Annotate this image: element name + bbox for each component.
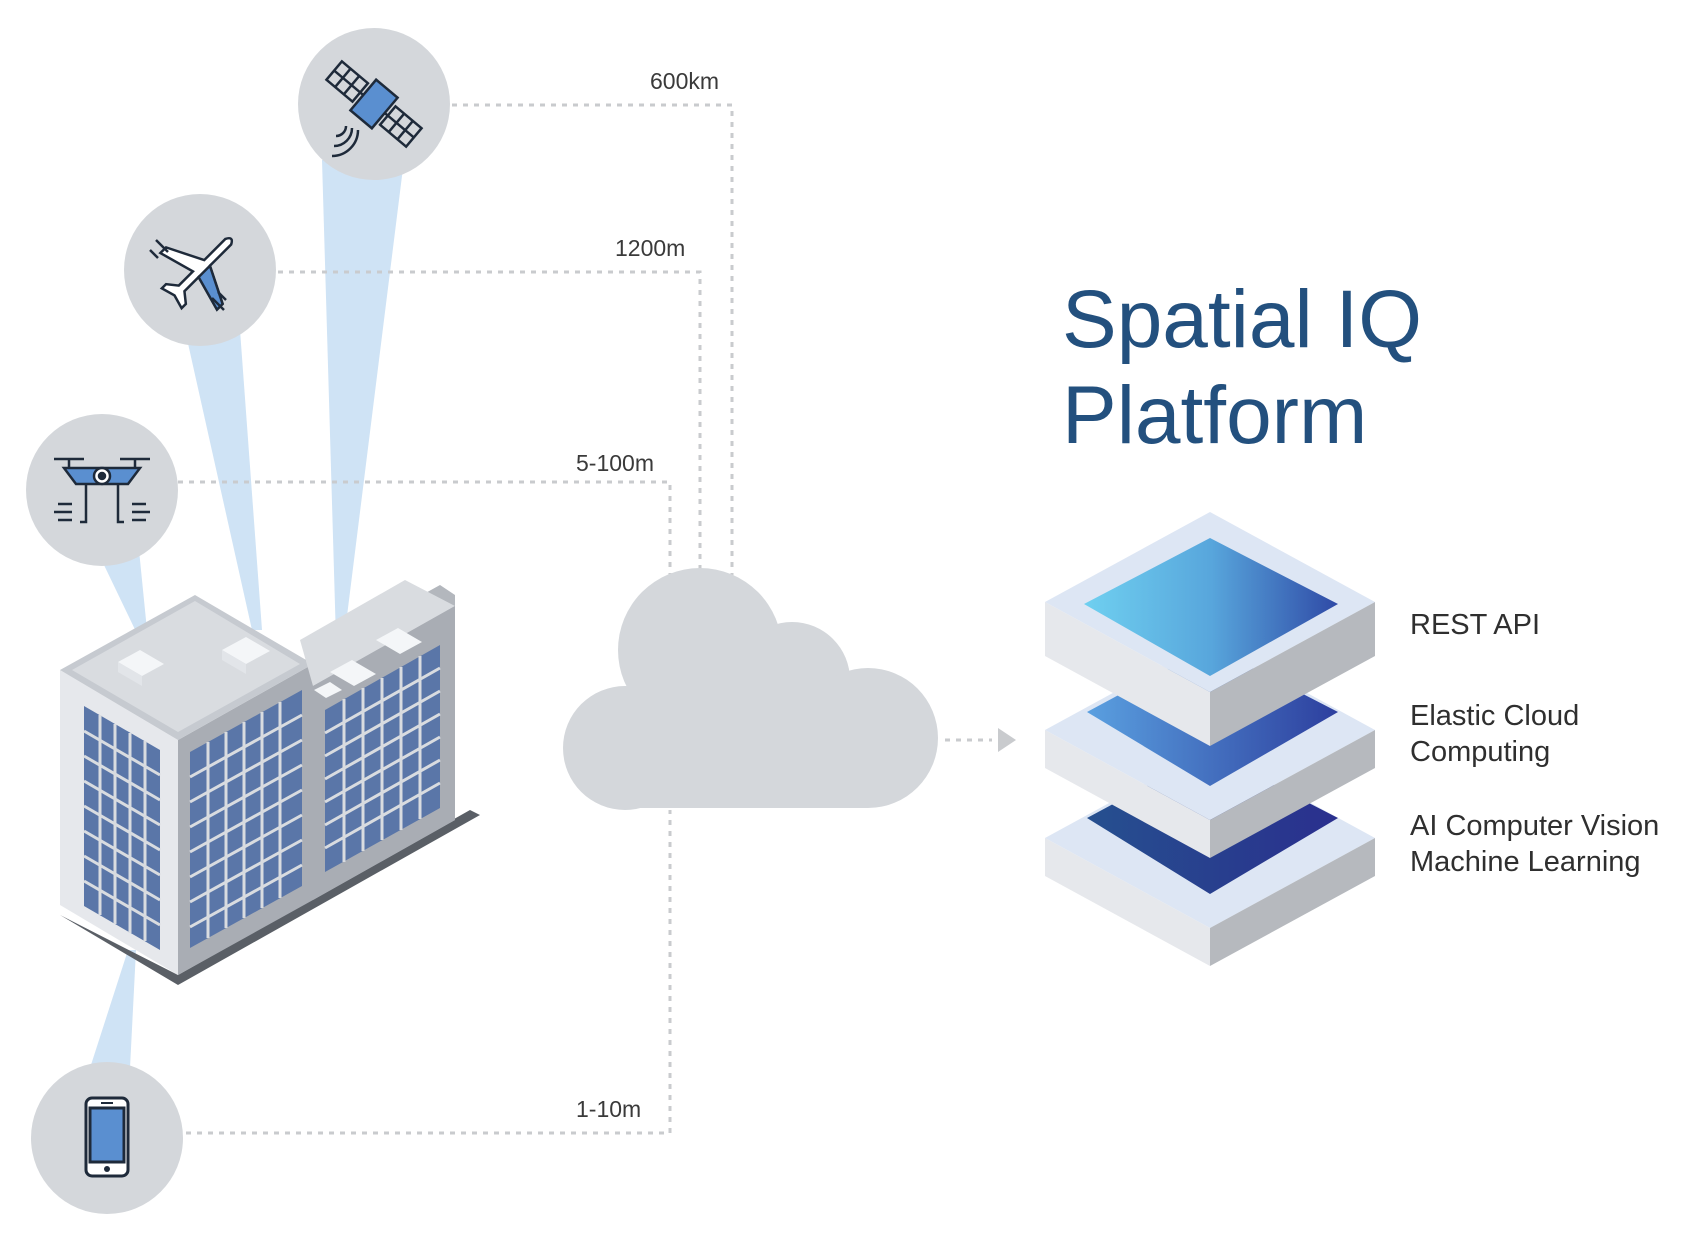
cloud-icon: [563, 568, 938, 810]
layer-label-ai-line1: AI Computer Vision: [1410, 810, 1660, 842]
satellite-distance-label: 600km: [650, 68, 720, 94]
phone-distance-label: 1-10m: [576, 1096, 642, 1122]
platform-stack: [1045, 512, 1375, 966]
platform-title: Spatial IQ Platform: [1062, 272, 1422, 464]
connectors: [178, 103, 992, 1135]
phone-beam: [90, 950, 136, 1068]
smartphone-icon: [84, 1096, 130, 1178]
beams: [90, 160, 404, 1068]
satellite-icon: [324, 59, 424, 149]
platform-title-line2: Platform: [1062, 370, 1368, 461]
layer-label-ai-line2: Machine Learning: [1410, 846, 1641, 878]
layer-api-surface: [1084, 538, 1338, 676]
airplane-icon: [158, 236, 234, 312]
layer-label-ai: AI Computer Vision Machine Learning: [1410, 808, 1659, 880]
drone-icon: [54, 457, 150, 524]
airplane-speed-lines: [149, 239, 227, 311]
building: [60, 580, 480, 985]
signal-waves: [331, 125, 360, 158]
layer-label-elastic-cloud-line2: Computing: [1410, 736, 1551, 768]
satellite-connector: [452, 103, 734, 580]
layer-label-elastic-cloud: Elastic Cloud Computing: [1410, 698, 1579, 770]
drone-circle: [26, 414, 178, 566]
airplane-connector: [278, 270, 702, 580]
satellite-beam: [322, 160, 404, 640]
airplane-distance-label: 1200m: [615, 235, 686, 261]
layer-label-elastic-cloud-line1: Elastic Cloud: [1410, 700, 1580, 732]
phone-connector: [186, 810, 672, 1135]
platform-title-line1: Spatial IQ: [1062, 274, 1423, 365]
window-mullions: [83, 656, 441, 941]
airplane-beam: [185, 330, 262, 630]
arrowhead-icon: [998, 728, 1016, 752]
layer-label-rest-api: REST API: [1410, 607, 1540, 643]
layer-label-rest-api-line1: REST API: [1410, 609, 1541, 641]
drone-distance-label: 5-100m: [576, 450, 654, 476]
